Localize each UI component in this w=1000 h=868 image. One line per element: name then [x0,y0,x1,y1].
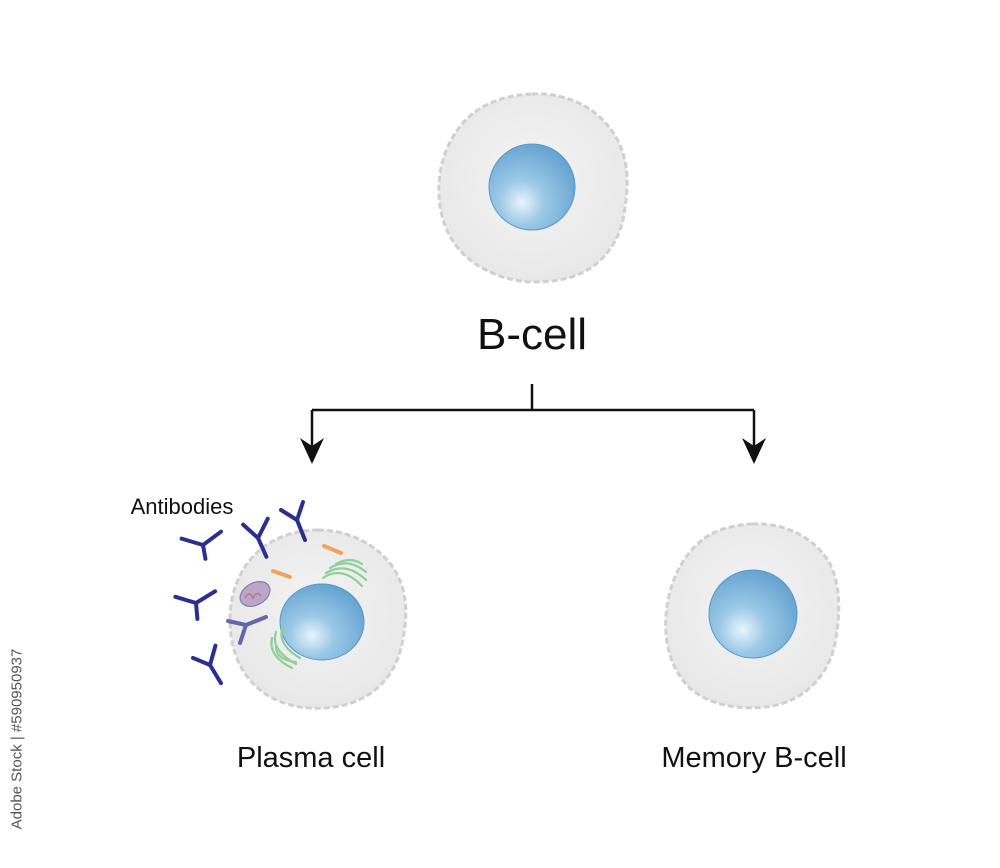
antibody [173,589,218,621]
memory-b-cell-nucleus [708,569,798,659]
antibodies [173,500,307,686]
watermark-text: Adobe Stock | #590950937 [8,648,26,830]
vesicle [271,569,292,579]
b-cell-nucleus [488,143,576,231]
arrow-right-head [742,438,766,464]
golgi-apparatus-top [321,558,368,588]
memory-b-cell [664,522,841,710]
vesicle [322,544,343,555]
plasma-cell-label: Plasma cell [236,742,386,774]
plasma-cell-nucleus [279,583,365,661]
branch-arrows [310,384,756,450]
arrow-left-head [300,438,324,464]
plasma-cell [228,528,408,710]
antibody [279,500,307,542]
antibodies-label: Antibodies [130,494,234,519]
antibody [190,643,224,686]
memory-b-cell-label: Memory B-cell [661,742,847,774]
antibody [179,529,223,561]
b-cell-top [437,92,629,284]
b-cell-label: B-cell [476,310,588,359]
antibody [241,516,270,559]
golgi-apparatus-bottom [270,624,302,670]
antibody [226,615,268,645]
mitochondrion [239,580,271,608]
stock-watermark: Adobe Stock | #590950937 [2,624,32,854]
